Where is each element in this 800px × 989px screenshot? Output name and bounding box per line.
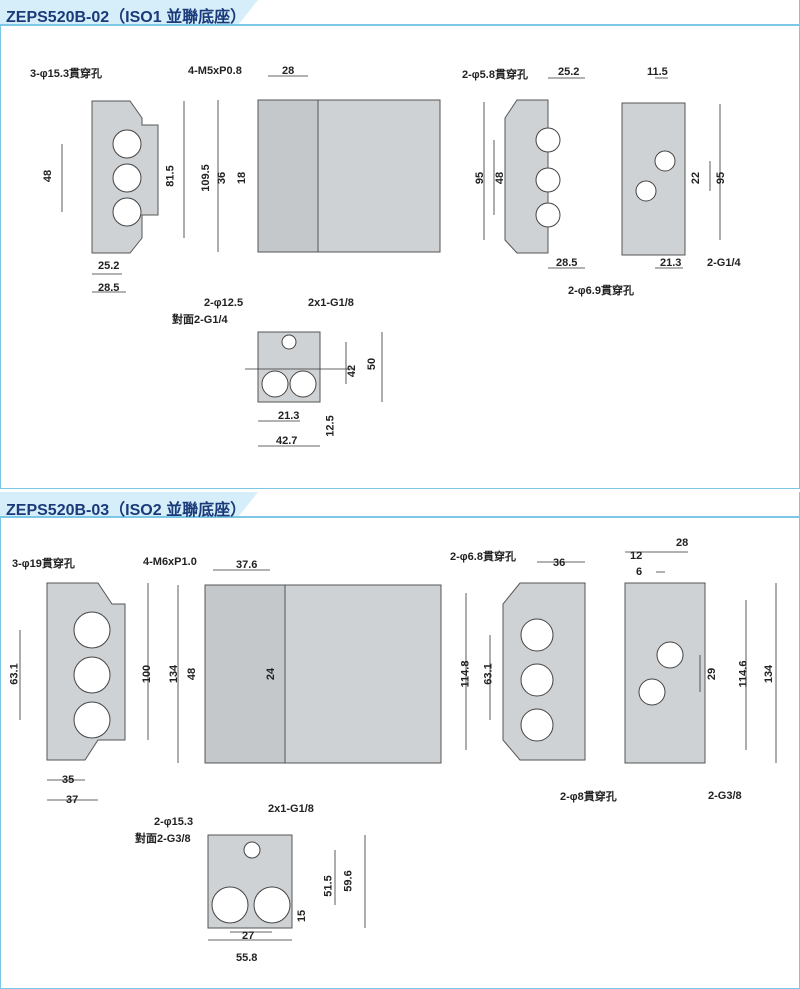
dim-label: 36 xyxy=(216,171,229,185)
back-view-iso1 xyxy=(621,102,686,256)
dim-label: 2x1-G1/8 xyxy=(268,803,314,815)
section-header-bg xyxy=(0,492,258,518)
dim-label: 95 xyxy=(474,171,487,185)
dim-label: 2-φ8貫穿孔 xyxy=(560,791,617,803)
dim-label: 18 xyxy=(236,171,249,185)
dim-label: 對面2-G1/4 xyxy=(172,314,228,326)
dim-label: 134 xyxy=(168,664,181,684)
dim-label: 114.6 xyxy=(737,660,750,688)
back-view-iso2 xyxy=(624,582,706,764)
dim-label: 81.5 xyxy=(164,165,177,187)
dim-label: 42 xyxy=(346,364,359,378)
dim-label: 2-φ6.9貫穿孔 xyxy=(568,285,634,297)
dim-label: 55.8 xyxy=(236,952,258,964)
divider xyxy=(0,24,800,26)
dim-label: 4-M5xP0.8 xyxy=(188,65,242,77)
dim-label: 36 xyxy=(553,557,566,569)
dim-label: 42.7 xyxy=(276,435,298,447)
dim-label: 21.3 xyxy=(278,410,300,422)
dim-label: 51.5 xyxy=(322,875,335,897)
dim-label: 11.5 xyxy=(647,66,668,78)
dim-label: 21.3 xyxy=(660,257,682,269)
dim-label: 25.2 xyxy=(98,260,120,272)
dim-label: 15 xyxy=(296,909,309,923)
section-header-bg xyxy=(0,0,258,26)
divider xyxy=(0,516,800,518)
dim-label: 4-M6xP1.0 xyxy=(143,556,197,568)
dim-label: 12 xyxy=(630,550,643,562)
dim-label: 37.6 xyxy=(236,559,258,571)
dim-label: 48 xyxy=(494,171,507,185)
dim-label: 134 xyxy=(763,664,776,684)
dim-label: 28.5 xyxy=(556,257,578,269)
dim-label: 95 xyxy=(715,171,728,185)
dim-label: 2-φ15.3 xyxy=(154,816,194,828)
dim-label: 6 xyxy=(636,566,643,578)
dim-label: 28 xyxy=(676,537,689,549)
dim-label: 3-φ19貫穿孔 xyxy=(12,558,75,570)
section-title: ZEPS520B-02（ISO1 並聯底座） xyxy=(6,9,247,26)
dim-label: 2-G1/4 xyxy=(707,257,741,269)
dim-label: 50 xyxy=(366,357,379,371)
dim-label: 48 xyxy=(42,169,55,183)
dim-label: 100 xyxy=(141,664,154,684)
dim-label: 2-φ5.8貫穿孔 xyxy=(462,69,528,81)
dim-label: 25.2 xyxy=(558,66,580,78)
dim-label: 24 xyxy=(265,667,278,681)
dim-label: 29 xyxy=(706,667,719,681)
dim-label: 59.6 xyxy=(342,870,355,892)
dim-label: 22 xyxy=(690,171,703,185)
dim-label: 12.5 xyxy=(324,415,337,437)
dim-label: 27 xyxy=(242,930,255,942)
section-title: ZEPS520B-03（ISO2 並聯底座） xyxy=(6,502,247,519)
dim-label: 114.8 xyxy=(459,660,472,688)
dim-label: 63.1 xyxy=(8,663,21,685)
dim-label: 35 xyxy=(62,774,75,786)
dim-label: 2-φ12.5 xyxy=(204,297,244,309)
dim-label: 48 xyxy=(186,667,199,681)
dim-label: 63.1 xyxy=(482,663,495,685)
dim-label: 2-G3/8 xyxy=(708,790,742,802)
dim-label: 28 xyxy=(282,65,295,77)
dim-label: 28.5 xyxy=(98,282,120,294)
dim-label: 3-φ15.3貫穿孔 xyxy=(30,68,103,80)
dim-label: 109.5 xyxy=(199,164,212,192)
dim-label: 2-φ6.8貫穿孔 xyxy=(450,551,516,563)
dim-label: 對面2-G3/8 xyxy=(135,833,191,845)
dim-label: 37 xyxy=(66,794,79,806)
dim-label: 2x1-G1/8 xyxy=(308,297,354,309)
